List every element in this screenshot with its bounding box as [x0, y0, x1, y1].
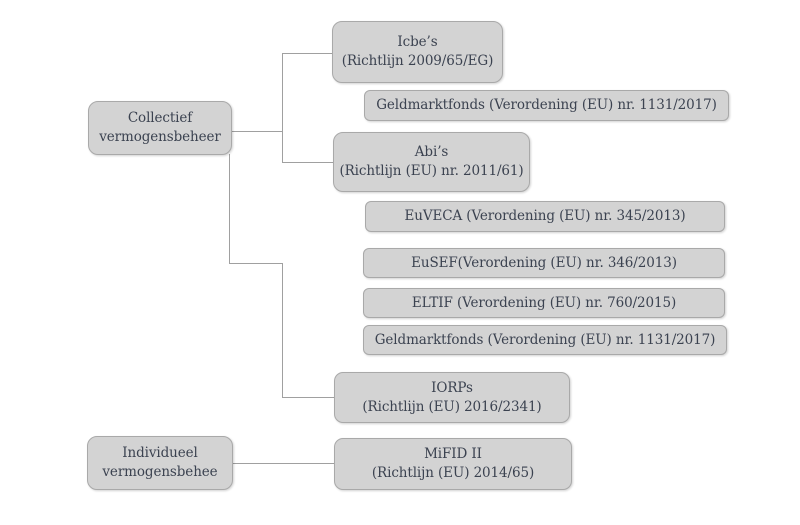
node-label: Geldmarktfonds (Verordening (EU) nr. 113…	[374, 331, 716, 348]
node-label: Collectief	[127, 110, 193, 126]
connector-to-icbes	[282, 53, 332, 54]
connector-individueel-to-mifid	[233, 463, 334, 464]
node-label: ELTIF (Verordening (EU) nr. 760/2015)	[411, 294, 677, 311]
node-collectief-vermogensbeheer: Collectief vermogensbeheer	[88, 101, 232, 155]
node-geldmarktfonds-1: Geldmarktfonds (Verordening (EU) nr. 113…	[364, 90, 729, 121]
node-label: Abi’s	[414, 144, 449, 160]
node-label: (Richtlijn (EU) 2014/65)	[371, 465, 535, 481]
node-mifid-ii: MiFID II (Richtlijn (EU) 2014/65)	[334, 438, 572, 490]
connector-upper-trunk	[282, 53, 283, 163]
node-label: Icbe’s	[397, 34, 438, 50]
node-label: EuVECA (Verordening (EU) nr. 345/2013)	[404, 208, 686, 224]
connector-collectief-down	[229, 154, 230, 264]
node-label: (Richtlijn (EU) nr. 2011/61)	[339, 163, 524, 179]
connector-to-iorps	[282, 397, 334, 398]
node-abis: Abi’s (Richtlijn (EU) nr. 2011/61)	[333, 132, 530, 192]
node-label: Geldmarktfonds (Verordening (EU) nr. 113…	[376, 97, 717, 113]
connector-jog	[229, 263, 282, 264]
node-label: IORPs	[431, 379, 473, 396]
connector-collectief-to-trunk	[232, 131, 282, 132]
node-eusef: EuSEF(Verordening (EU) nr. 346/2013)	[363, 248, 725, 278]
node-label: vermogensbehee	[102, 464, 218, 480]
node-label: (Richtlijn (EU) 2016/2341)	[362, 398, 542, 415]
node-label: Individueel	[122, 445, 198, 461]
node-geldmarktfonds-2: Geldmarktfonds (Verordening (EU) nr. 113…	[363, 325, 727, 355]
node-iorps: IORPs (Richtlijn (EU) 2016/2341)	[334, 372, 570, 423]
node-individueel-vermogensbeheer: Individueel vermogensbehee	[87, 436, 233, 490]
connector-lower-trunk	[282, 263, 283, 397]
node-eltif: ELTIF (Verordening (EU) nr. 760/2015)	[363, 288, 725, 318]
node-icbes: Icbe’s (Richtlijn 2009/65/EG)	[332, 21, 503, 83]
connector-to-abis	[282, 162, 333, 163]
node-label: EuSEF(Verordening (EU) nr. 346/2013)	[411, 254, 677, 271]
node-label: (Richtlijn 2009/65/EG)	[341, 53, 494, 69]
node-euveca: EuVECA (Verordening (EU) nr. 345/2013)	[365, 201, 725, 232]
node-label: vermogensbeheer	[99, 129, 221, 145]
node-label: MiFID II	[424, 446, 482, 462]
